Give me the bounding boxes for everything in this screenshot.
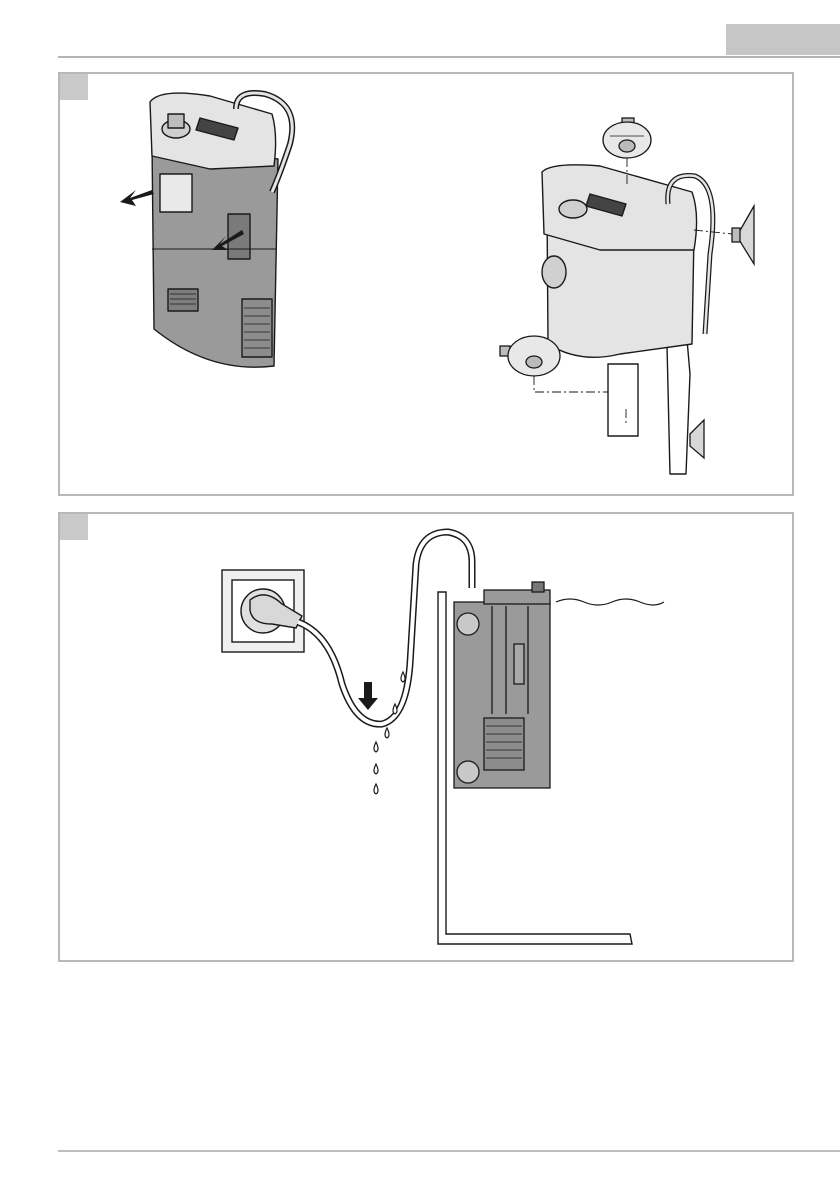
header-rule: [58, 56, 840, 58]
grille-small: [168, 289, 198, 311]
illustration-panel-1: [58, 72, 794, 496]
suction-cup-top: [603, 118, 651, 158]
valve-right: [559, 200, 587, 218]
inlet-right: [542, 256, 566, 288]
filter-unit-right: [542, 165, 713, 474]
language-tab: [726, 24, 840, 55]
panel-2-drawing: [60, 514, 792, 960]
downward-arrow-icon: [358, 682, 378, 710]
footer-rule: [58, 1150, 840, 1152]
suction-cup-side: [732, 206, 754, 264]
illustration-panel-2: [58, 512, 794, 962]
filter-unit-left: [150, 93, 292, 367]
water-surface: [556, 599, 664, 605]
inlet-tab: [160, 174, 192, 212]
release-arrow-left: [120, 190, 154, 206]
suction-cup-lower-right: [690, 420, 704, 458]
panel-1-drawing: [60, 74, 792, 494]
water-drops: [374, 672, 405, 794]
suction-cup-bottom: [500, 336, 560, 376]
mounting-rail: [608, 364, 638, 436]
